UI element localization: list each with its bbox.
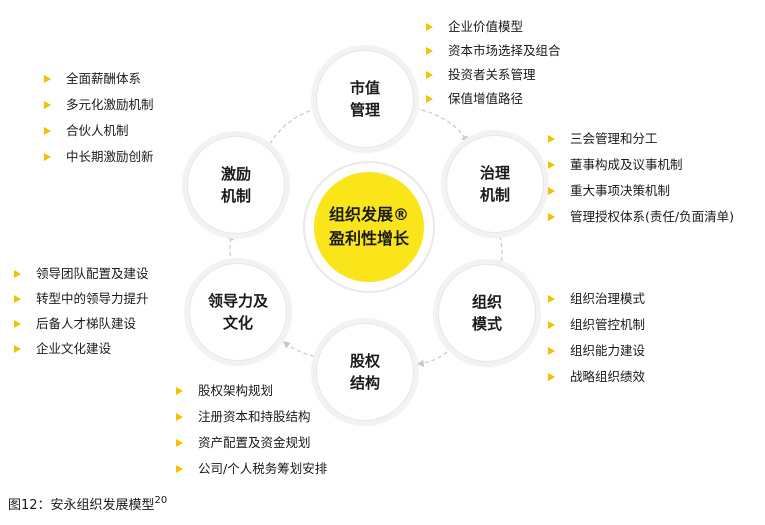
list-item: 领导团队配置及建设 <box>8 261 149 286</box>
arrow-equity-to-leadership <box>282 341 315 357</box>
bullet-triangle-icon <box>14 319 21 328</box>
bullet-triangle-icon <box>548 187 555 195</box>
node-label-line1: 股权 <box>349 352 380 370</box>
list-item: 全面薪酬体系 <box>38 66 154 92</box>
bullet-triangle-icon <box>44 101 51 109</box>
arrow-org-to-equity <box>416 351 448 367</box>
list-item: 合伙人机制 <box>38 118 154 144</box>
bullet-triangle-icon <box>176 439 183 447</box>
caption-footnote: 20 <box>154 495 168 506</box>
list-incentive: 全面薪酬体系 多元化激励机制 合伙人机制 中长期激励创新 <box>38 66 154 170</box>
arrow-governance-to-org <box>498 235 505 270</box>
node-governance: 治理 机制 <box>446 135 544 233</box>
node-label-line1: 激励 <box>220 165 251 183</box>
center-line2: 盈利性增长 <box>328 229 409 248</box>
node-label-line1: 领导力及 <box>207 292 268 310</box>
list-item: 后备人才梯队建设 <box>8 311 149 336</box>
list-item: 多元化激励机制 <box>38 92 154 118</box>
node-leadership: 领导力及 文化 <box>189 263 287 361</box>
list-governance: 三会管理和分工 董事构成及议事机制 重大事项决策机制 管理授权体系(责任/负面清… <box>542 126 734 230</box>
bullet-triangle-icon <box>426 71 433 79</box>
list-item: 管理授权体系(责任/负面清单) <box>542 204 734 230</box>
list-item: 保值增值路径 <box>420 87 561 111</box>
list-item: 资本市场选择及组合 <box>420 39 561 63</box>
list-item: 企业文化建设 <box>8 336 149 361</box>
caption-text: 图12：安永组织发展模型 <box>8 498 155 513</box>
list-item: 董事构成及议事机制 <box>542 152 734 178</box>
bullet-triangle-icon <box>426 95 433 103</box>
list-item: 中长期激励创新 <box>38 144 154 170</box>
node-incentive: 激励 机制 <box>187 136 285 234</box>
list-item: 重大事项决策机制 <box>542 178 734 204</box>
list-item: 战略组织绩效 <box>542 364 645 390</box>
list-item: 注册资本和持股结构 <box>170 404 327 430</box>
bullet-triangle-icon <box>14 344 21 353</box>
node-label-line2: 机制 <box>220 187 251 205</box>
bullet-triangle-icon <box>14 269 21 278</box>
node-label-line1: 市值 <box>349 79 380 97</box>
bullet-triangle-icon <box>548 213 555 221</box>
bullet-triangle-icon <box>548 321 555 329</box>
bullet-triangle-icon <box>426 47 433 55</box>
list-item: 公司/个人税务筹划安排 <box>170 456 327 482</box>
bullet-triangle-icon <box>548 135 555 143</box>
list-item: 企业价值模型 <box>420 15 561 39</box>
list-equity: 股权架构规划 注册资本和持股结构 资产配置及资金规划 公司/个人税务筹划安排 <box>170 378 327 482</box>
list-item: 组织管控机制 <box>542 312 645 338</box>
node-label-line2: 模式 <box>471 315 502 333</box>
list-item: 资产配置及资金规划 <box>170 430 327 456</box>
bullet-triangle-icon <box>548 161 555 169</box>
node-label-line2: 结构 <box>349 374 380 392</box>
arrow-leadership-to-incentive <box>227 232 234 264</box>
bullet-triangle-icon <box>14 294 21 303</box>
node-label-line1: 治理 <box>479 164 510 182</box>
list-item: 组织治理模式 <box>542 286 645 312</box>
center-line1: 组织发展® <box>328 205 409 224</box>
bullet-triangle-icon <box>176 387 183 395</box>
node-label-line2: 文化 <box>222 314 253 332</box>
bullet-triangle-icon <box>176 465 183 473</box>
arrow-incentive-to-market <box>269 106 320 145</box>
node-label-line1: 组织 <box>471 293 502 311</box>
node-market-value: 市值 管理 <box>316 50 414 148</box>
node-equity: 股权 结构 <box>316 323 414 421</box>
bullet-triangle-icon <box>548 295 555 303</box>
center-circle: 组织发展® 盈利性增长 <box>314 172 424 282</box>
bullet-triangle-icon <box>426 23 433 31</box>
bullet-triangle-icon <box>548 347 555 355</box>
bullet-triangle-icon <box>44 75 51 83</box>
bullet-triangle-icon <box>176 413 183 421</box>
bullet-triangle-icon <box>548 373 555 381</box>
list-item: 投资者关系管理 <box>420 63 561 87</box>
node-org-model: 组织 模式 <box>438 264 536 362</box>
list-item: 组织能力建设 <box>542 338 645 364</box>
list-item: 股权架构规划 <box>170 378 327 404</box>
node-label-line2: 机制 <box>479 186 510 204</box>
list-item: 三会管理和分工 <box>542 126 734 152</box>
list-item: 转型中的领导力提升 <box>8 286 149 311</box>
list-market-value: 企业价值模型 资本市场选择及组合 投资者关系管理 保值增值路径 <box>420 15 561 111</box>
node-label-line2: 管理 <box>349 101 380 119</box>
bullet-triangle-icon <box>44 127 51 135</box>
arrow-market-to-governance <box>414 107 468 144</box>
list-leadership: 领导团队配置及建设 转型中的领导力提升 后备人才梯队建设 企业文化建设 <box>8 261 149 361</box>
list-org-model: 组织治理模式 组织管控机制 组织能力建设 战略组织绩效 <box>542 286 645 390</box>
figure-caption: 图12：安永组织发展模型20 <box>8 494 167 513</box>
bullet-triangle-icon <box>44 153 51 161</box>
